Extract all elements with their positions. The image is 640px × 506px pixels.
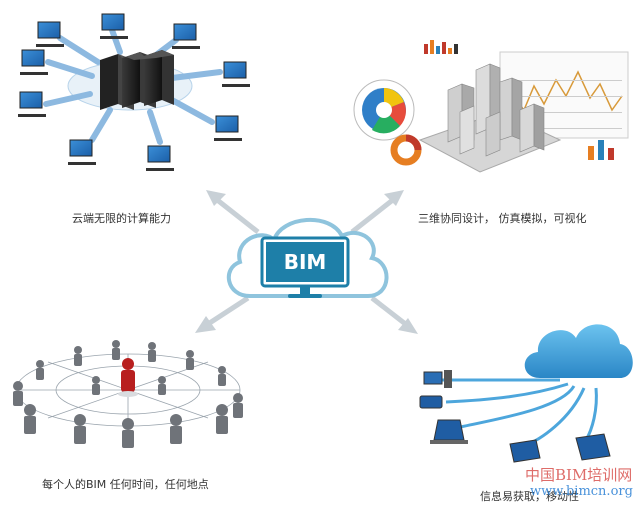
arrow-top-left [206, 190, 260, 234]
highlighted-person-icon [121, 358, 135, 392]
bim-cloud: BIM [226, 217, 389, 298]
cloud-icon [524, 324, 633, 378]
arrow-bottom-right [370, 296, 418, 334]
desktop-icon [423, 370, 452, 388]
server-network-illustration [18, 13, 250, 171]
watermark-url: www.bimcn.org [530, 484, 633, 499]
caption-bottom-left: 每个人的BIM 任何时间，任何地点 [42, 478, 209, 491]
phone-icon [419, 395, 443, 409]
caption-bottom-right: 信息易获取，移动性 [480, 490, 579, 503]
people-network-illustration [13, 340, 243, 448]
watermark-title: 中国BIM培训网 [525, 466, 633, 484]
caption-top-right: 三维协同设计， 仿真模拟，可视化 [418, 212, 587, 225]
bim-label: BIM [284, 250, 327, 274]
connector-arrows [195, 190, 418, 334]
caption-top-left: 云端无限的计算能力 [72, 212, 171, 225]
arrow-bottom-left [195, 295, 250, 333]
3d-city-visualization-illustration [353, 40, 629, 173]
laptop-icon [430, 419, 468, 444]
cloud-devices-illustration [419, 324, 633, 463]
tablet-icon [509, 439, 541, 463]
tablet-icon-2 [575, 433, 611, 461]
arrow-top-right [350, 190, 404, 234]
